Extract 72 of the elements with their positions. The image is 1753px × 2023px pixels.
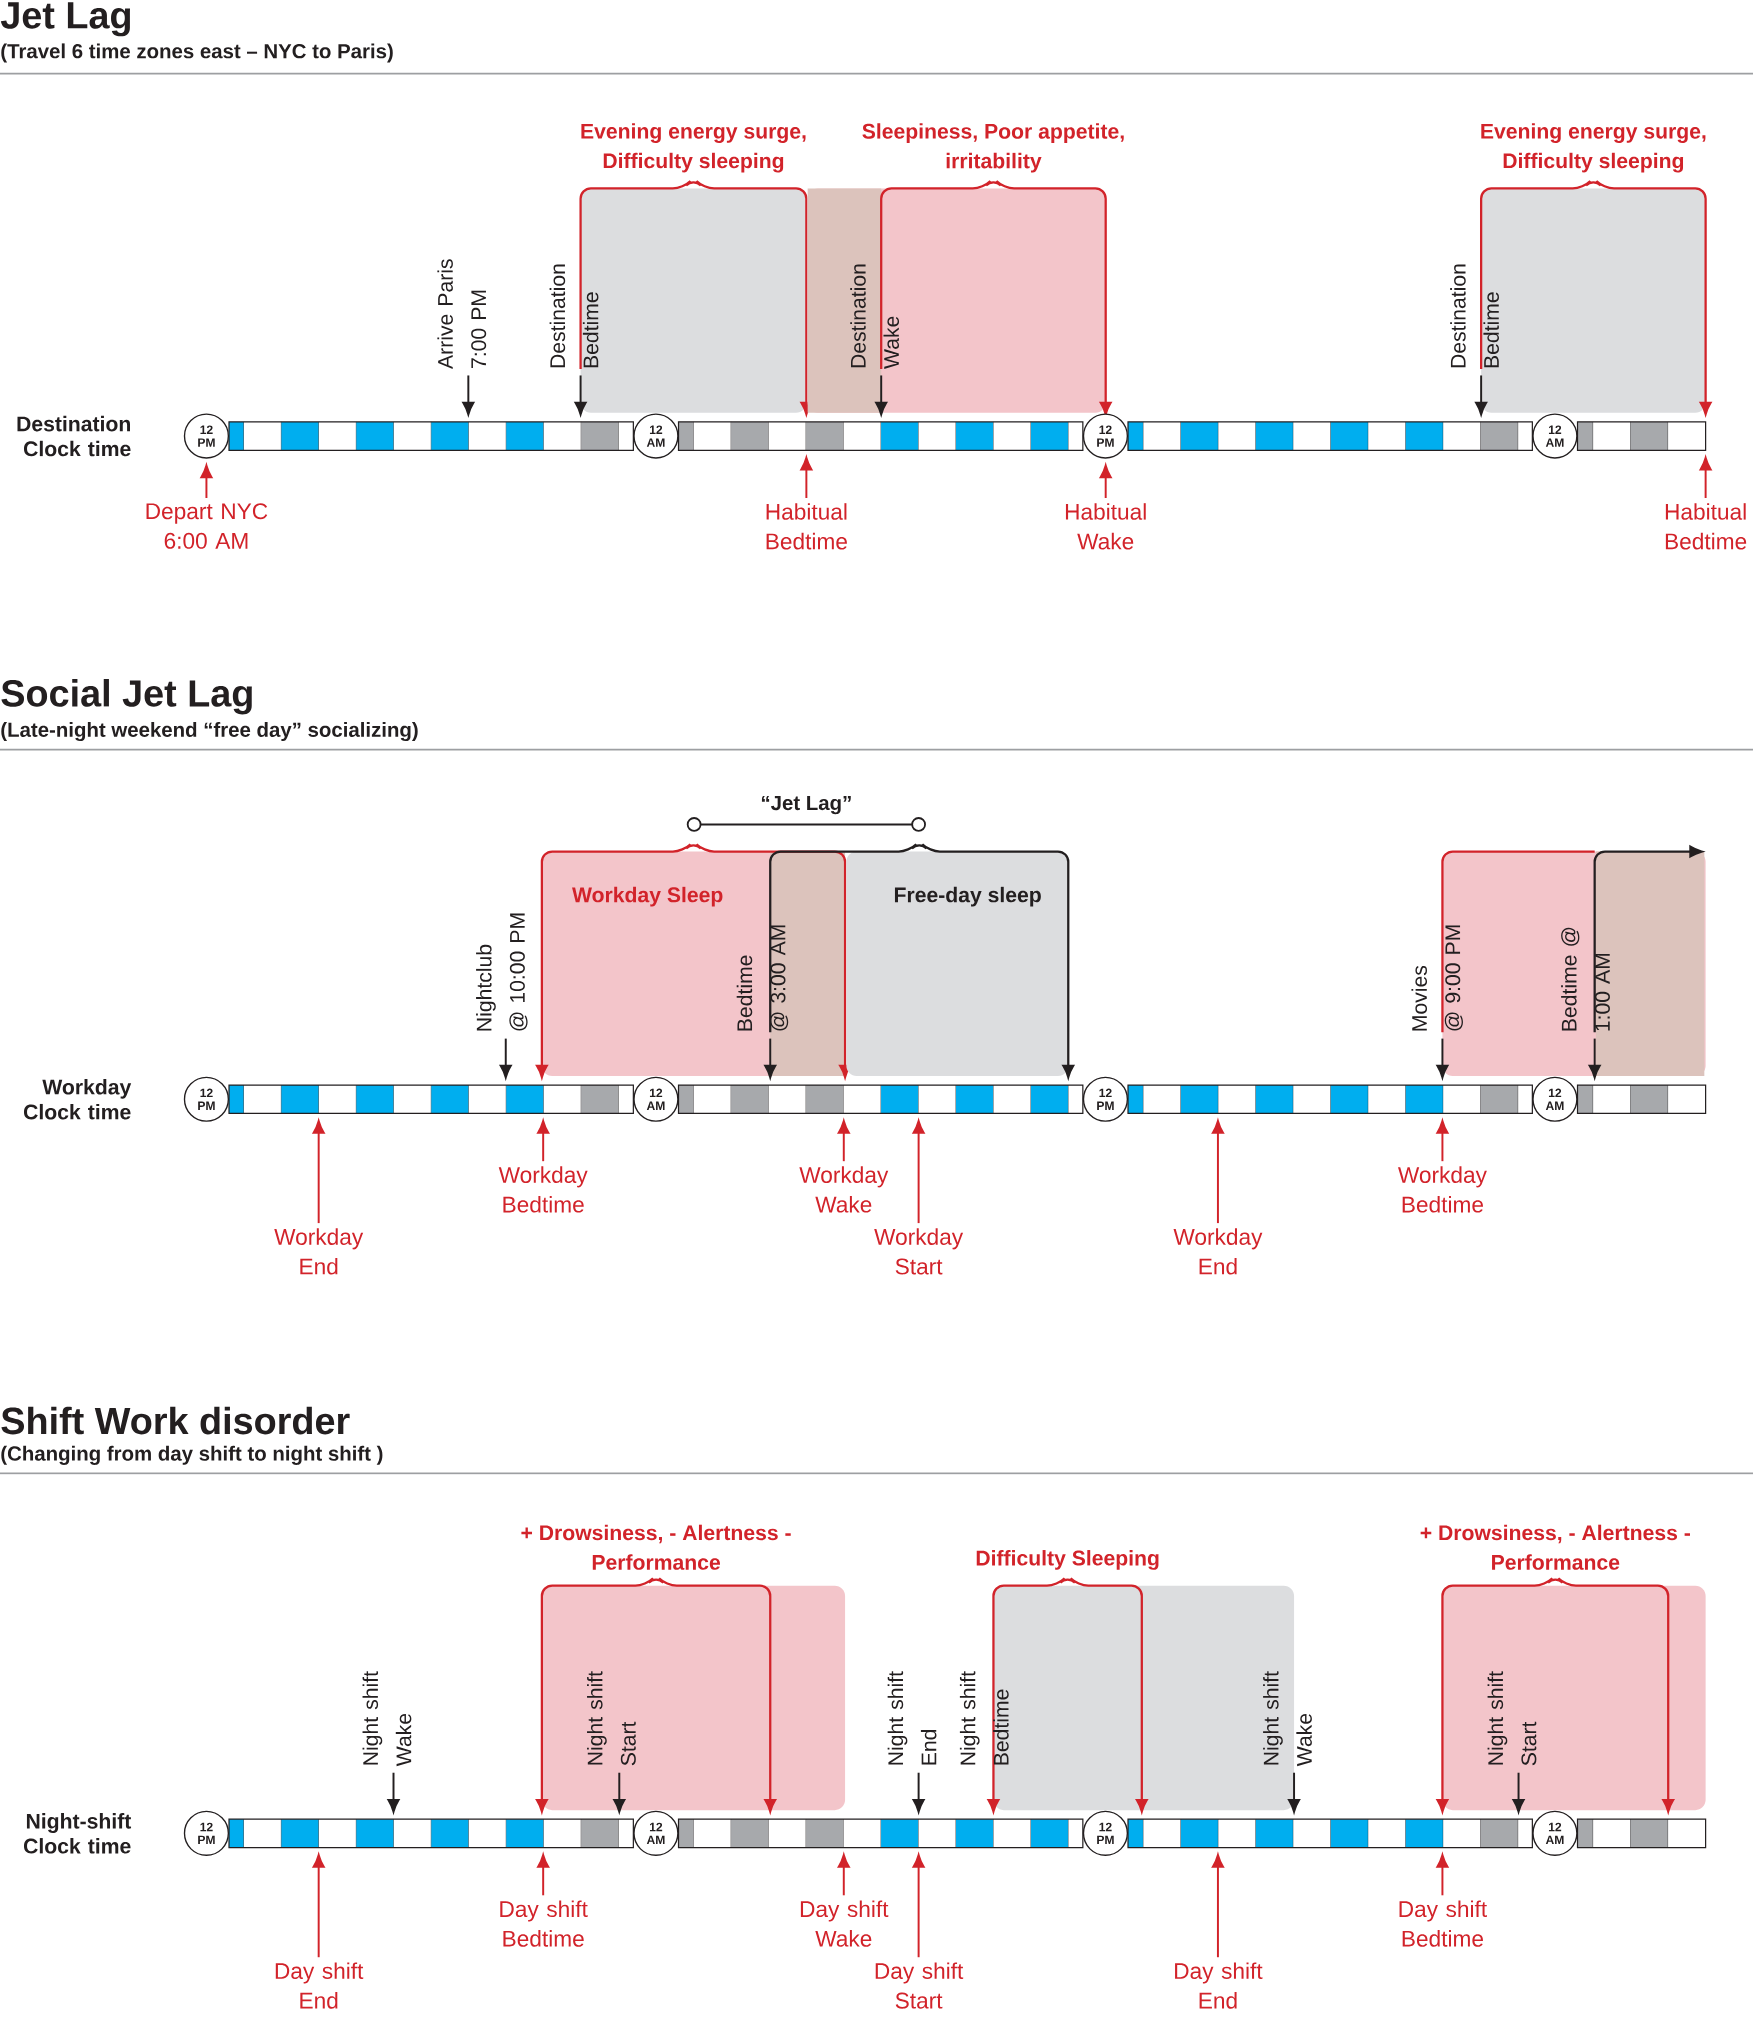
arrow — [312, 1119, 325, 1225]
annotation-text: Destination Wake — [850, 264, 899, 369]
annotation-text: Workday Bedtime — [1397, 1166, 1487, 1213]
annotation-text: Day shift Wake — [800, 1900, 889, 1947]
arrow — [462, 374, 475, 416]
annotation-text: Night shift Start — [1487, 1671, 1537, 1766]
arrow — [536, 1854, 550, 1897]
arrow — [875, 374, 888, 416]
annotation-text: Nightclub @ 10:00 PM — [475, 913, 528, 1031]
panel-title: Shift Work disorder — [1, 1406, 350, 1435]
arrow — [387, 1771, 400, 1813]
arrow — [1211, 1854, 1224, 1959]
annotation-text: Arrive Paris 7:00 PM — [437, 259, 486, 369]
annotation-text: Workday End — [274, 1228, 363, 1275]
arrow — [499, 1037, 512, 1079]
axis-label: Workday Clock time — [23, 1079, 131, 1120]
annotation-text: Night shift End — [887, 1671, 937, 1765]
node-label: + Drowsiness, - Alertness - Performance — [1420, 1524, 1690, 1570]
arrow — [912, 1771, 925, 1813]
annotation-text: Habitual Bedtime — [766, 503, 847, 550]
arrow — [1436, 1119, 1449, 1163]
annotation-text: Night shift Start — [586, 1671, 636, 1766]
annotation-text: Day shift Bedtime — [1399, 1900, 1487, 1947]
arrow — [613, 1771, 626, 1813]
annotation-text: Day shift End — [1174, 1962, 1263, 2009]
node-label: + Drowsiness, - Alertness - Performance — [521, 1524, 791, 1570]
arrow — [1099, 464, 1112, 499]
arrow — [312, 1854, 325, 1959]
bracket-label: “Jet Lag” — [761, 795, 851, 815]
annotation-text: Workday Wake — [799, 1166, 889, 1213]
arrow — [1588, 1037, 1601, 1079]
annotation-text: Habitual Bedtime — [1665, 503, 1746, 550]
annotation-text: Habitual Wake — [1065, 503, 1146, 550]
arrow — [200, 464, 213, 499]
node-label: Difficulty Sleeping — [976, 1550, 1159, 1570]
arrow — [912, 1854, 925, 1959]
timeline-bar — [228, 1084, 1707, 1115]
annotation-text: Day shift Start — [875, 1962, 963, 2009]
node-label: Sleepiness, Poor appetite, irritability — [862, 123, 1124, 173]
arrow — [912, 1119, 925, 1225]
annotation-text: Night shift Wake — [1262, 1671, 1312, 1767]
panel-subtitle: (Changing from day shift to night shift ) — [1, 1445, 383, 1465]
annotation-text: Depart NYC 6:00 AM — [146, 503, 268, 549]
arrow — [1211, 1119, 1224, 1225]
arrow — [536, 1119, 550, 1163]
annotation-text: Night shift Bedtime — [959, 1671, 1009, 1765]
annotation-text: Workday End — [1173, 1228, 1263, 1275]
panel-title: Social Jet Lag — [1, 679, 252, 715]
arrow — [837, 1119, 850, 1163]
annotation-text: Night shift Wake — [362, 1671, 412, 1767]
arrow — [800, 456, 813, 499]
arrow — [1287, 1771, 1300, 1813]
panel-subtitle: (Travel 6 time zones east – NYC to Paris) — [1, 43, 393, 63]
arrow — [1436, 1854, 1449, 1897]
time-band — [1593, 845, 1705, 1076]
annotation-text: Movies @ 9:00 PM — [1411, 925, 1463, 1031]
axis-label: Destination Clock time — [17, 415, 131, 457]
arrow — [764, 1037, 777, 1079]
annotation-text: Workday Bedtime — [498, 1166, 588, 1213]
annotation-text: Day shift Bedtime — [500, 1900, 588, 1947]
panel-subtitle: (Late-night weekend “free day” socializing) — [1, 722, 418, 742]
arrow — [1512, 1771, 1525, 1813]
annotation-text: Bedtime @ 1:00 AM — [1560, 927, 1610, 1031]
panel-title: Jet Lag — [0, 2, 130, 37]
timeline-bar — [228, 1818, 1707, 1849]
arrow — [1699, 456, 1712, 499]
annotation-text: Workday Start — [874, 1228, 963, 1275]
timeline-bar — [228, 421, 1707, 451]
arrow — [1436, 1037, 1449, 1079]
annotation-text: Day shift End — [275, 1962, 364, 2009]
axis-label: Night-shift Clock time — [23, 1813, 131, 1854]
arrow — [837, 1854, 850, 1897]
